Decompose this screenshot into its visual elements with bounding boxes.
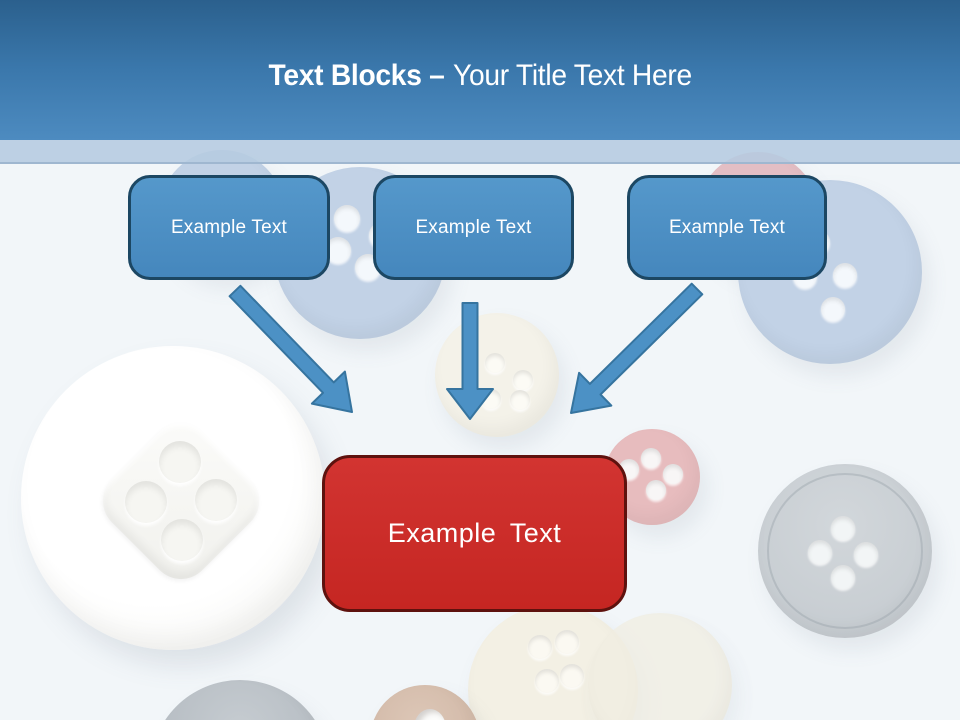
button-hole <box>831 565 855 589</box>
button-hole <box>161 519 203 561</box>
text-block-1-label: Example Text <box>170 216 288 238</box>
button-hole <box>334 205 360 231</box>
button-hole <box>833 263 857 287</box>
text-block-2-label: Example Text <box>415 216 532 238</box>
button-hole <box>646 480 666 500</box>
arrow-down-right-icon[interactable] <box>228 284 353 413</box>
title-bar: Text Blocks –Your Title Text Here <box>0 0 960 140</box>
button-hole <box>125 481 167 523</box>
button-hole <box>808 540 832 564</box>
slide-title[interactable]: Text Blocks –Your Title Text Here <box>268 47 692 93</box>
result-block-label: Example Text <box>387 518 562 548</box>
arrow-down-left-icon[interactable] <box>570 282 704 414</box>
title-topic: Text Blocks – <box>268 59 445 92</box>
button-hole <box>528 635 552 659</box>
button-hole <box>510 390 530 410</box>
arrow-down-icon[interactable] <box>446 302 494 420</box>
button-hole <box>555 630 579 654</box>
text-block-3-label: Example Text <box>668 216 786 238</box>
button-hole <box>641 448 661 468</box>
button-rim <box>767 473 923 629</box>
button-hole <box>821 297 845 321</box>
button-hole <box>663 464 683 484</box>
text-block-3[interactable]: Example Text <box>627 175 827 280</box>
background-button-gray <box>758 464 932 638</box>
background-button-cream-faint <box>588 613 732 720</box>
button-hole <box>513 370 533 390</box>
button-hole <box>485 353 505 373</box>
button-hole <box>560 664 584 688</box>
button-hole <box>535 669 559 693</box>
text-block-1[interactable]: Example Text <box>128 175 330 280</box>
button-hole <box>414 709 446 720</box>
button-hole <box>195 479 237 521</box>
header-accent-band <box>0 140 960 164</box>
title-subtitle: Your Title Text Here <box>452 59 692 92</box>
background-button-cream-center <box>435 313 559 437</box>
button-hole <box>831 516 855 540</box>
text-block-2[interactable]: Example Text <box>373 175 574 280</box>
result-block[interactable]: Example Text <box>322 455 627 612</box>
button-hole <box>854 542 878 566</box>
button-hole <box>159 441 201 483</box>
background-button-white-large <box>21 346 325 650</box>
